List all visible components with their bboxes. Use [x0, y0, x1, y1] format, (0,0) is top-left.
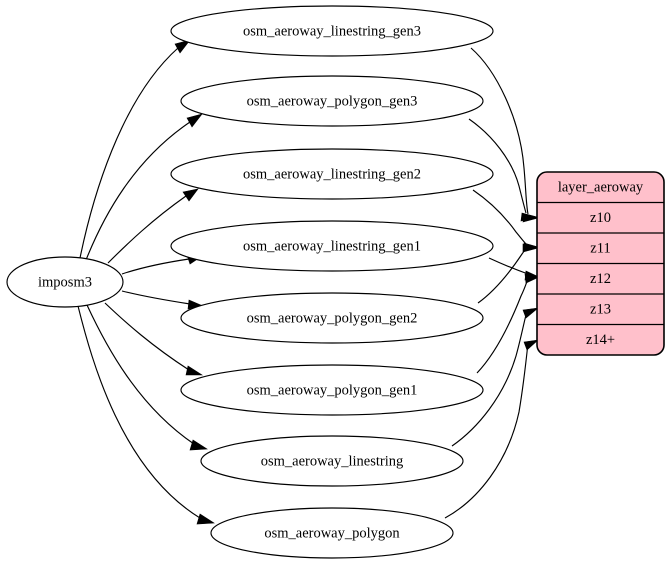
edge-polygon-to-z14plus [444, 342, 529, 519]
edge-imposm3-to-linestring-gen3 [79, 47, 179, 259]
layer_aeroway-row-z13-label[interactable]: z13 [590, 301, 611, 317]
layer_aeroway-header-label: layer_aeroway [558, 179, 644, 195]
arrowhead-z12-b [524, 273, 540, 284]
edge-imposm3-to-linestring [86, 304, 195, 445]
node-osm_aeroway_polygon_gen3-label: osm_aeroway_polygon_gen3 [247, 93, 418, 109]
arrowhead-polygon [196, 513, 215, 525]
node-osm_aeroway_polygon_gen3-shape[interactable] [180, 75, 484, 127]
node-osm_aeroway_linestring[interactable]: osm_aeroway_linestring [200, 435, 464, 487]
edge-group-ovals-to-table [444, 47, 540, 519]
node-osm_aeroway_polygon_gen2[interactable]: osm_aeroway_polygon_gen2 [180, 292, 484, 344]
node-osm_aeroway_linestring_gen3-label: osm_aeroway_linestring_gen3 [243, 23, 421, 39]
node-osm_aeroway_linestring_gen2[interactable]: osm_aeroway_linestring_gen2 [170, 148, 494, 200]
edge-linestring-gen1-to-z12 [488, 257, 529, 275]
node-osm_aeroway_polygon_gen1-shape[interactable] [180, 364, 484, 416]
edge-polygon-gen3-to-z10 [468, 118, 527, 214]
edge-linestring-to-z13 [451, 310, 528, 447]
edge-imposm3-to-polygon [77, 305, 201, 519]
arrowhead-polygon-gen3 [186, 113, 203, 128]
edge-imposm3-to-polygon-gen2 [121, 290, 191, 305]
node-imposm3[interactable]: imposm3 [6, 256, 124, 308]
node-osm_aeroway_polygon[interactable]: osm_aeroway_polygon [210, 507, 454, 559]
arrowhead-z11-b [523, 242, 540, 252]
node-osm_aeroway_linestring_gen1-shape[interactable] [170, 220, 494, 272]
node-osm_aeroway_linestring_gen1-label: osm_aeroway_linestring_gen1 [243, 238, 421, 254]
arrowhead-linestring-gen2 [182, 188, 199, 202]
node-osm_aeroway_linestring_gen2-label: osm_aeroway_linestring_gen2 [243, 166, 421, 182]
node-layer_aeroway-table[interactable]: layer_aeroway z10 z11 z12 z13 z14+ [536, 171, 665, 356]
edge-imposm3-to-polygon-gen1 [104, 302, 190, 371]
node-osm_aeroway_linestring-label: osm_aeroway_linestring [261, 453, 404, 469]
node-osm_aeroway_polygon_gen1-label: osm_aeroway_polygon_gen1 [247, 382, 418, 398]
edge-imposm3-to-linestring-gen2 [107, 195, 187, 264]
node-osm_aeroway_linestring_gen2-shape[interactable] [170, 148, 494, 200]
node-osm_aeroway_linestring_gen3[interactable]: osm_aeroway_linestring_gen3 [170, 5, 494, 57]
edge-linestring-gen3-to-z10 [470, 47, 529, 215]
arrowhead-linestring [189, 439, 208, 451]
node-osm_aeroway_linestring_gen1[interactable]: osm_aeroway_linestring_gen1 [170, 220, 494, 272]
arrowhead-z13 [522, 307, 539, 319]
node-osm_aeroway_polygon-shape[interactable] [210, 507, 454, 559]
layer_aeroway-row-z11-label[interactable]: z11 [590, 240, 610, 256]
edge-polygon-gen2-to-z11 [477, 245, 529, 304]
edge-imposm3-to-polygon-gen3 [85, 121, 191, 261]
edge-polygon-gen1-to-z12 [476, 275, 530, 374]
node-osm_aeroway_polygon_gen1[interactable]: osm_aeroway_polygon_gen1 [180, 364, 484, 416]
arrowhead-polygon-gen1 [185, 365, 204, 376]
layer_aeroway-row-z12-label[interactable]: z12 [590, 271, 611, 287]
node-osm_aeroway_linestring_gen3-shape[interactable] [170, 5, 494, 57]
layer_aeroway-row-z10-label[interactable]: z10 [590, 210, 611, 226]
arrowhead-z10-b [520, 212, 539, 222]
layer_aeroway-row-z14plus-label[interactable]: z14+ [586, 332, 615, 348]
arrowhead-z14plus [523, 339, 539, 351]
edge-linestring-gen2-to-z11 [472, 189, 528, 246]
arrowhead-linestring-gen3 [174, 39, 191, 54]
node-imposm3-shape[interactable] [6, 256, 124, 308]
node-osm_aeroway_polygon_gen2-shape[interactable] [180, 292, 484, 344]
node-osm_aeroway_polygon_gen3[interactable]: osm_aeroway_polygon_gen3 [180, 75, 484, 127]
node-osm_aeroway_polygon-label: osm_aeroway_polygon [264, 525, 400, 541]
edge-imposm3-to-linestring-gen1 [121, 258, 190, 275]
node-osm_aeroway_linestring-shape[interactable] [200, 435, 464, 487]
node-imposm3-label: imposm3 [38, 274, 92, 290]
node-osm_aeroway_polygon_gen2-label: osm_aeroway_polygon_gen2 [247, 310, 418, 326]
